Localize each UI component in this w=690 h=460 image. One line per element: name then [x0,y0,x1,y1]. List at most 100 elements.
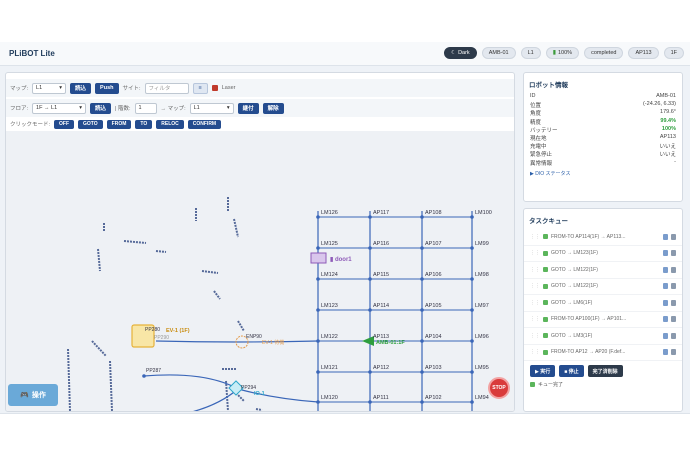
task-list: ⋮⋮FROM-TO AP114(1F) → AP113...⋮⋮GOTO → L… [524,229,682,361]
wall-scan [67,348,71,411]
delete-icon[interactable] [671,233,676,240]
task-item[interactable]: ⋮⋮ GOTO → LM122(1F) [524,262,682,279]
node-label: AP103 [425,365,442,371]
push-button[interactable]: Push [95,82,119,94]
task-checkbox[interactable] [543,234,548,240]
task-actions: ▶ 実行 ■ 停止 完了済削除 [524,361,682,381]
delete-icon[interactable] [671,250,676,257]
elevator-label: EV-1 (1F) [166,328,190,334]
task-item[interactable]: ⋮⋮FROM-TO AP114(1F) → AP113... [524,229,682,246]
edit-icon[interactable] [663,250,668,257]
map-node [368,370,372,374]
drag-handle-icon[interactable]: ⋮⋮ [530,283,540,290]
map-labels: LM126LM125LM124LM123LM122LM121LM120LM119… [145,210,492,401]
map-canvas[interactable]: LM126LM125LM124LM123LM122LM121LM120LM119… [6,131,514,411]
node-label: LM97 [475,303,489,309]
drag-handle-icon[interactable]: ⋮⋮ [530,250,540,257]
task-item[interactable]: ⋮⋮GOTO → LM123(1F) [524,246,682,262]
theme-toggle-button[interactable]: ☾ Dark [444,47,477,59]
task-item[interactable]: ⋮⋮FROM-TO AP100(1F) → AP101... [524,312,682,328]
mode-from-button[interactable]: FROM [106,119,132,129]
mode-goto-button[interactable]: GOTO [78,119,103,129]
settings-button[interactable]: ≡ [192,82,208,94]
drag-handle-icon[interactable]: ⋮⋮ [530,332,540,339]
node-label: AP104 [425,334,442,340]
edit-icon[interactable] [663,233,668,240]
route-ev [155,340,319,343]
map-node [420,400,424,404]
delete-icon[interactable] [671,316,676,323]
operate-button[interactable]: 🎮 操作 [8,384,58,406]
task-checkbox[interactable] [543,300,548,306]
task-checkbox[interactable] [543,333,548,339]
drag-handle-icon[interactable]: ⋮⋮ [530,349,540,356]
drag-handle-icon[interactable]: ⋮⋮ [530,266,540,273]
robot-info-row: 充電中いいえ [524,142,682,150]
floor-select-value: 1F → L1 [36,105,58,111]
node-label: AP111 [373,395,389,401]
mode-to-button[interactable]: TO [135,119,153,129]
edit-icon[interactable] [663,332,668,339]
map2-select[interactable]: L1 ▾ [189,102,234,114]
delete-icon[interactable] [671,349,676,356]
stop-task-button[interactable]: ■ 停止 [559,365,584,377]
map-select-value: L1 [36,85,43,91]
robot-info-key: 現在地 [530,135,547,142]
moon-icon: ☾ [451,49,457,56]
edit-icon[interactable] [663,316,668,323]
delete-icon[interactable] [671,266,676,273]
task-checkbox[interactable] [543,316,548,322]
map-node [316,215,320,219]
mode-confirm-button[interactable]: CONFIRM [187,119,222,129]
node-label: LM98 [475,272,489,278]
clear-completed-button[interactable]: 完了済削除 [587,365,623,377]
map-load-button[interactable]: 読込 [70,82,92,94]
delete-icon[interactable] [671,299,676,306]
floor-load-button[interactable]: 読込 [90,102,112,114]
edit-icon[interactable] [663,283,668,290]
task-checkbox[interactable] [543,349,548,355]
floors-input[interactable]: 1 [134,102,157,114]
robot-badge[interactable]: AMB-01 [481,47,516,59]
edit-icon[interactable] [663,299,668,306]
robot-info-key: バッテリー [530,127,558,134]
drag-handle-icon[interactable]: ⋮⋮ [530,233,540,240]
map-node [420,277,424,281]
task-item[interactable]: ⋮⋮GOTO → LM6(1F) [524,295,682,312]
floor-select[interactable]: 1F → L1 ▾ [32,102,87,114]
node-label: LM99 [475,241,489,247]
emergency-stop-button[interactable]: STOP [488,377,510,399]
task-item[interactable]: ⋮⋮GOTO → LM3(1F) [524,328,682,345]
edit-icon[interactable] [663,349,668,356]
continue-button[interactable]: 継付 [237,102,259,114]
task-item[interactable]: ⋮⋮FROM-TO AP12 → AP20 (F.def... [524,345,682,361]
task-checkbox[interactable] [543,250,548,256]
drag-handle-icon[interactable]: ⋮⋮ [530,316,540,323]
task-label: GOTO → LM122(1F) [551,266,598,273]
node-label: AP106 [425,272,442,278]
laser-checkbox[interactable] [211,85,218,91]
location-badge: AP113 [628,47,659,59]
task-item[interactable]: ⋮⋮GOTO → LM122(1F) [524,279,682,295]
delete-icon[interactable] [671,283,676,290]
run-button[interactable]: ▶ 実行 [530,365,556,377]
site-filter-input[interactable]: フィルタ [144,82,189,94]
node-label: AP107 [425,241,442,247]
task-checkbox[interactable] [543,267,548,273]
edit-icon[interactable] [663,266,668,273]
delete-icon[interactable] [671,332,676,339]
mode-off-button[interactable]: OFF [54,119,75,129]
drag-handle-icon[interactable]: ⋮⋮ [530,299,540,306]
task-checkbox[interactable] [543,283,548,289]
queue-done-checkbox[interactable] [530,382,535,387]
dio-status-toggle[interactable]: ▶ DIO ステータス [530,170,571,177]
map-select[interactable]: L1 ▾ [32,82,67,94]
release-button[interactable]: 解除 [262,102,284,114]
mode-reloc-button[interactable]: RELOC [156,119,184,129]
io-marker [228,380,244,396]
status-badge: completed [584,47,624,59]
